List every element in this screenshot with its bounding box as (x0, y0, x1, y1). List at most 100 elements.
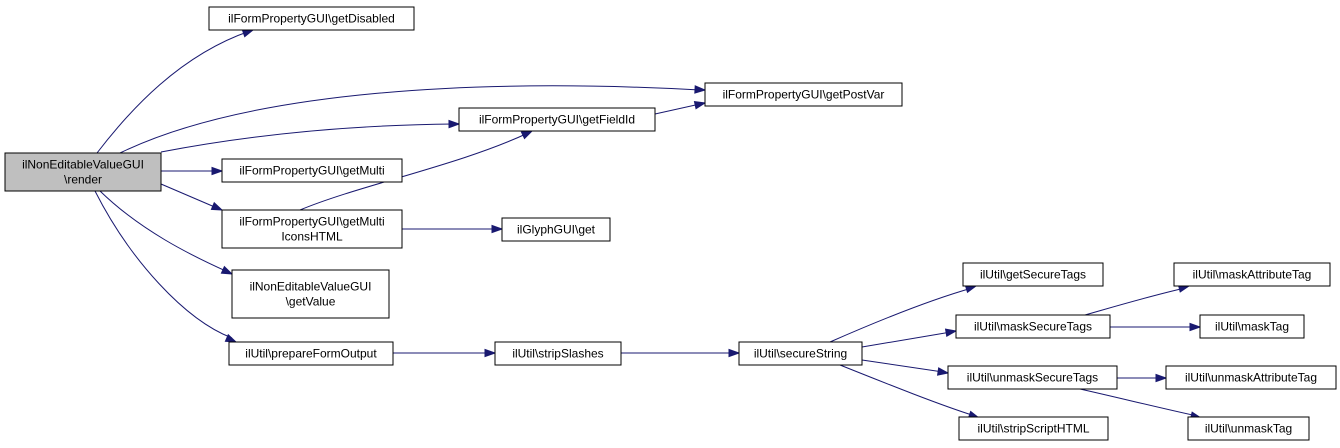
node-label: ilUtil\unmaskAttributeTag (1185, 371, 1317, 385)
arrow-head-icon (520, 130, 534, 140)
node-root[interactable]: ilNonEditableValueGUI\render (4, 152, 162, 192)
node-box (4, 152, 162, 192)
node-label: ilGlyphGUI\get (517, 223, 596, 237)
node-label: ilUtil\maskSecureTags (974, 320, 1092, 334)
arrow-head-icon (448, 119, 461, 129)
node-box (228, 341, 394, 366)
edge-getMultiIconsHTML-to-getFieldId (299, 130, 534, 211)
node-stripSlashes[interactable]: ilUtil\stripSlashes (494, 341, 622, 366)
edge-unmaskSecureTags-to-unmaskTag (1079, 388, 1203, 420)
node-unmaskSecureTags[interactable]: ilUtil\unmaskSecureTags (947, 365, 1118, 390)
arrow-head-icon (211, 166, 224, 176)
node-label: ilUtil\unmaskSecureTags (967, 371, 1098, 385)
arrow-head-icon (220, 265, 234, 275)
node-box (458, 107, 656, 132)
node-label: ilFormPropertyGUI\getDisabled (228, 12, 395, 26)
node-label: ilFormPropertyGUI\getFieldId (479, 113, 635, 127)
edge-line (299, 132, 529, 211)
edge-prepareFormOutput-to-stripSlashes (393, 348, 497, 358)
node-box (704, 82, 903, 107)
edge-line (160, 183, 218, 209)
node-label: IconsHTML (281, 230, 343, 244)
arrow-head-icon (728, 348, 741, 358)
node-box (955, 314, 1111, 339)
edge-getFieldId-to-getPostVar (654, 101, 707, 115)
node-label: ilUtil\prepareFormOutput (245, 347, 377, 361)
node-unmaskAttributeTag[interactable]: ilUtil\unmaskAttributeTag (1165, 365, 1337, 390)
node-box (494, 341, 622, 366)
edge-line (94, 190, 233, 339)
node-label: ilUtil\getSecureTags (980, 268, 1086, 282)
node-box (1187, 416, 1310, 441)
arrow-head-icon (964, 284, 978, 294)
node-stripScriptHTML[interactable]: ilUtil\stripScriptHTML (958, 416, 1109, 441)
node-getFieldId[interactable]: ilFormPropertyGUI\getFieldId (458, 107, 656, 132)
node-box (221, 209, 403, 249)
edge-line (99, 190, 229, 273)
node-getValue[interactable]: ilNonEditableValueGUI\getValue (231, 269, 390, 319)
node-label: ilNonEditableValueGUI (250, 280, 372, 294)
edge-secureString-to-maskSecureTags (861, 328, 958, 348)
edge-line (861, 331, 952, 348)
edge-root-to-getPostVar (119, 85, 707, 154)
node-label: ilUtil\maskAttributeTag (1193, 268, 1312, 282)
arrow-head-icon (936, 367, 950, 376)
edge-line (160, 123, 455, 153)
edge-secureString-to-getSecureTags (829, 284, 978, 343)
node-unmaskTag[interactable]: ilUtil\unmaskTag (1187, 416, 1310, 441)
node-maskTag[interactable]: ilUtil\maskTag (1199, 314, 1305, 339)
node-glyphGet[interactable]: ilGlyphGUI\get (501, 217, 611, 242)
node-maskSecureTags[interactable]: ilUtil\maskSecureTags (955, 314, 1111, 339)
node-box (1173, 262, 1331, 287)
edge-line (654, 103, 701, 115)
node-box (231, 269, 390, 319)
node-label: ilNonEditableValueGUI (22, 158, 144, 172)
edge-line (96, 30, 251, 154)
edge-getMultiIconsHTML-to-glyphGet (402, 224, 504, 234)
node-getPostVar[interactable]: ilFormPropertyGUI\getPostVar (704, 82, 903, 107)
node-box (947, 365, 1118, 390)
edge-root-to-getDisabled (96, 29, 255, 154)
arrow-head-icon (1189, 322, 1202, 332)
node-getMulti[interactable]: ilFormPropertyGUI\getMulti (221, 158, 403, 183)
node-box (1165, 365, 1337, 390)
node-box (958, 416, 1109, 441)
node-label: ilUtil\stripScriptHTML (977, 422, 1089, 436)
node-prepareFormOutput[interactable]: ilUtil\prepareFormOutput (228, 341, 394, 366)
node-secureString[interactable]: ilUtil\secureString (738, 341, 863, 366)
edge-line (829, 287, 973, 343)
node-getSecureTags[interactable]: ilUtil\getSecureTags (962, 262, 1104, 287)
arrow-head-icon (484, 348, 497, 358)
edge-secureString-to-unmaskSecureTags (861, 359, 950, 376)
node-box (221, 158, 403, 183)
node-getDisabled[interactable]: ilFormPropertyGUI\getDisabled (208, 6, 415, 31)
node-label: \getValue (286, 295, 336, 309)
node-maskAttributeTag[interactable]: ilUtil\maskAttributeTag (1173, 262, 1331, 287)
edge-line (1079, 388, 1198, 417)
node-label: ilFormPropertyGUI\getPostVar (723, 88, 885, 102)
node-label: ilFormPropertyGUI\getMulti (239, 215, 384, 229)
node-label: \render (64, 173, 102, 187)
node-box (962, 262, 1104, 287)
edge-line (839, 364, 976, 417)
node-label: ilFormPropertyGUI\getMulti (239, 164, 384, 178)
arrow-head-icon (491, 224, 504, 234)
edge-maskSecureTags-to-maskAttributeTag (1084, 284, 1191, 316)
edge-stripSlashes-to-secureString (621, 348, 741, 358)
node-box (208, 6, 415, 31)
node-label: ilUtil\secureString (754, 347, 847, 361)
arrow-head-icon (210, 201, 224, 211)
nodes-layer: ilNonEditableValueGUI\renderilFormProper… (4, 6, 1337, 441)
arrow-head-icon (241, 29, 255, 38)
node-label: ilUtil\maskTag (1215, 320, 1289, 334)
edge-maskSecureTags-to-maskTag (1110, 322, 1202, 332)
arrow-head-icon (944, 328, 958, 338)
node-label: ilUtil\unmaskTag (1205, 422, 1292, 436)
edges-layer (94, 29, 1203, 420)
edge-unmaskSecureTags-to-unmaskAttributeTag (1117, 373, 1168, 383)
arrow-head-icon (693, 101, 707, 110)
edge-root-to-getValue (99, 190, 234, 275)
edge-line (119, 85, 701, 154)
